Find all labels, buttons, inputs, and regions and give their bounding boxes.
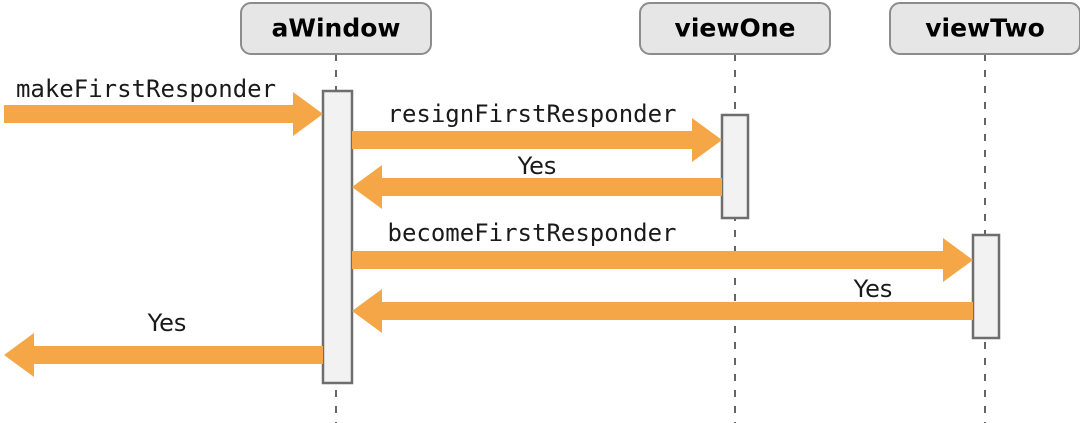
lifelines-layer: aWindow viewOne viewTwo <box>240 2 1080 423</box>
message-label-msg-becomeFirstResponder: becomeFirstResponder <box>388 219 677 247</box>
message-arrow-msg-yes-external[interactable] <box>4 333 323 377</box>
message-arrow-msg-yes-viewOne[interactable] <box>352 165 722 209</box>
lifeline-aWindow: aWindow <box>240 2 432 423</box>
message-arrow-msg-resignFirstResponder[interactable] <box>352 118 722 162</box>
lifeline-box-viewOne[interactable] <box>639 2 831 55</box>
activation-bar-viewTwo[interactable] <box>971 233 1001 340</box>
lifeline-label-viewOne: viewOne <box>675 14 796 43</box>
activation-bar-viewOne[interactable] <box>720 113 750 220</box>
messages-layer: makeFirstResponder resignFirstResponderYe… <box>4 75 973 377</box>
lifeline-box-viewTwo[interactable] <box>889 2 1080 55</box>
msg-yes-viewTwo[interactable]: Yes <box>352 275 973 333</box>
activation-bar-aWindow[interactable] <box>321 89 354 385</box>
message-arrow-msg-makeFirstResponder[interactable] <box>4 92 323 136</box>
message-label-msg-makeFirstResponder: makeFirstResponder <box>16 75 276 103</box>
message-label-msg-yes-external: Yes <box>147 309 187 337</box>
msg-becomeFirstResponder[interactable]: becomeFirstResponder <box>352 219 973 282</box>
lifeline-viewOne: viewOne <box>639 2 831 423</box>
msg-yes-viewOne[interactable]: Yes <box>352 152 722 209</box>
message-arrow-msg-becomeFirstResponder[interactable] <box>352 238 973 282</box>
lifeline-viewTwo: viewTwo <box>889 2 1080 423</box>
message-arrow-msg-yes-viewTwo[interactable] <box>352 289 973 333</box>
msg-yes-external[interactable]: Yes <box>4 309 323 377</box>
lifeline-label-viewTwo: viewTwo <box>925 14 1045 43</box>
msg-resignFirstResponder[interactable]: resignFirstResponder <box>352 100 722 162</box>
message-label-msg-yes-viewTwo: Yes <box>853 275 893 303</box>
lifeline-box-aWindow[interactable] <box>240 2 432 55</box>
msg-makeFirstResponder[interactable]: makeFirstResponder <box>4 75 323 136</box>
message-label-msg-yes-viewOne: Yes <box>517 152 557 180</box>
message-label-msg-resignFirstResponder: resignFirstResponder <box>388 100 677 128</box>
activations-layer <box>321 89 1001 385</box>
lifeline-label-aWindow: aWindow <box>272 14 401 43</box>
